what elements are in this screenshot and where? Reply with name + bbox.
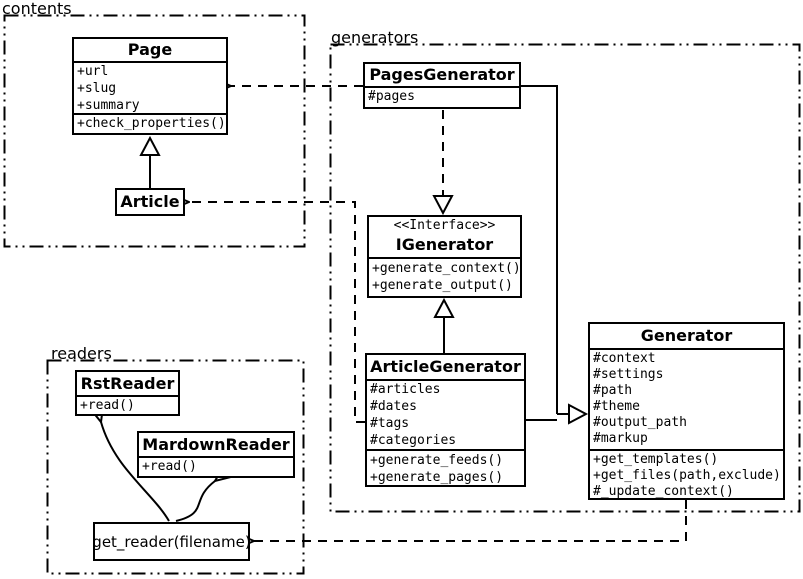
class-page-name: Page [127,40,173,59]
attribute: #articles [370,382,441,397]
class-generator: Generator #context #settings #path #them… [588,322,785,500]
class-generator-methods: +get_templates() +get_files(path,exclude… [590,449,783,500]
attribute: +url [77,64,109,79]
method: #_update_context() [593,484,734,499]
method: +get_templates() [593,452,719,467]
class-igenerator-header: <<Interface>> IGenerator [369,217,520,257]
method: +generate_output() [372,278,513,293]
method: +generate_pages() [370,470,504,485]
class-article-name: Article [120,192,180,211]
class-mardownreader-name: MardownReader [142,435,290,454]
class-mardownreader-methods: +read() [139,456,293,475]
class-igenerator: <<Interface>> IGenerator +generate_conte… [367,215,522,298]
class-articlegenerator-methods: +generate_feeds() +generate_pages() [367,449,524,486]
class-articlegenerator-name: ArticleGenerator [370,357,521,376]
class-igenerator-name: IGenerator [395,235,494,254]
class-rstreader-name: RstReader [80,374,175,393]
class-rstreader: RstReader +read() [75,370,180,416]
attribute: +summary [77,98,140,113]
class-pagesgenerator-attributes: #pages [365,86,519,105]
class-article: Article [115,188,185,216]
package-border-generators [329,43,801,513]
attribute: #tags [370,416,410,431]
edge-getreader-to-rstreader [101,422,170,522]
package-border-readers [46,359,305,575]
class-page-attributes: +url +slug +summary [74,61,226,113]
method: +generate_feeds() [370,453,504,468]
class-pagesgenerator: PagesGenerator #pages [363,62,521,109]
class-igenerator-methods: +generate_context() +generate_output() [369,257,520,294]
class-page-methods: +check_properties() [74,113,226,132]
package-label-generators: generators [331,28,419,47]
attribute: #dates [370,399,417,414]
class-articlegenerator: ArticleGenerator #articles #dates #tags … [365,353,526,487]
class-page: Page +url +slug +summary +check_properti… [72,37,228,135]
method: +read() [142,459,197,474]
class-articlegenerator-attributes: #articles #dates #tags #categories [367,379,524,449]
method: +generate_context() [372,261,520,276]
attribute: #path [593,383,633,398]
class-mardownreader: MardownReader +read() [137,431,295,478]
attribute: #markup [593,431,648,446]
method: +read() [80,398,135,413]
class-pagesgenerator-name: PagesGenerator [369,65,515,84]
edge-articlegenerator-to-article-dependency [189,202,365,423]
attribute: #settings [593,367,664,382]
attribute: #output_path [593,415,687,430]
attribute: #pages [368,89,415,104]
edge-pagesgenerator-to-generator-line [520,85,558,414]
package-border-contents [3,14,306,248]
attribute: #context [593,351,656,366]
edge-getreader-to-mardownreader [175,481,215,522]
edge-generator-to-getreader-dependency [254,500,687,541]
class-generator-name: Generator [640,326,733,345]
class-igenerator-stereotype: <<Interface>> [393,218,496,233]
function-get-reader-label: get_reader(filename) [92,532,251,551]
attribute: +slug [77,81,117,96]
package-label-readers: readers [51,344,112,363]
method: +check_properties() [77,116,226,131]
attribute: #categories [370,433,457,448]
package-label-contents: contents [2,0,72,18]
function-get-reader: get_reader(filename) [92,522,251,561]
class-generator-attributes: #context #settings #path #theme #output_… [590,348,783,449]
attribute: #theme [593,399,640,414]
class-rstreader-methods: +read() [77,395,178,414]
method: +get_files(path,exclude) [593,468,781,483]
